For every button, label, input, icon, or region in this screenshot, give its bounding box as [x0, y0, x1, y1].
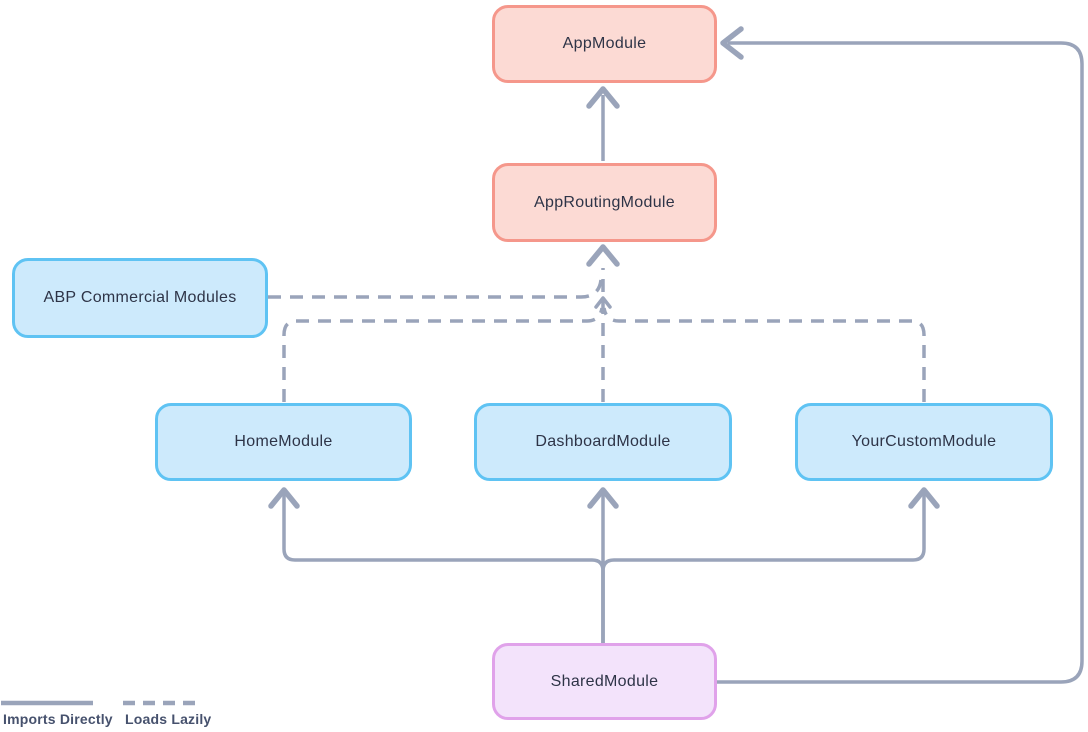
edge-homemodule-lazy	[282, 307, 604, 402]
arrowhead-appmodule-right	[720, 26, 744, 60]
node-label: DashboardModule	[535, 433, 671, 450]
node-label: YourCustomModule	[851, 433, 997, 450]
arrowhead-approutingmodule-bottom	[586, 244, 620, 267]
edge-abp-to-approutingmodule	[268, 279, 603, 299]
edge-sharedmodule-to-homemodule	[282, 494, 605, 643]
legend-loads-lazily-label: Loads Lazily	[125, 711, 212, 727]
node-app-routing-module: AppRoutingModule	[492, 163, 717, 242]
node-abp-commercial-modules: ABP Commercial Modules	[12, 258, 268, 338]
edge-yourcustommodule-lazy	[602, 307, 926, 402]
node-your-custom-module: YourCustomModule	[795, 403, 1053, 481]
edge-sharedmodule-to-yourcustommodule	[601, 494, 926, 643]
node-label: AppModule	[562, 35, 647, 52]
node-home-module: HomeModule	[155, 403, 412, 481]
edge-sharedmodule-to-appmodule	[717, 41, 1084, 684]
legend-imports-directly-label: Imports Directly	[3, 711, 113, 727]
node-label: SharedModule	[550, 672, 659, 690]
node-app-module: AppModule	[492, 5, 717, 83]
node-shared-module: SharedModule	[492, 643, 717, 720]
arrowhead-yourcustommodule-bottom	[908, 487, 940, 509]
arrowhead-homemodule-bottom	[268, 487, 300, 509]
node-label: HomeModule	[234, 433, 333, 450]
node-dashboard-module: DashboardModule	[474, 403, 732, 481]
node-label: AppRoutingModule	[534, 193, 675, 211]
arrowhead-dashboardmodule-bottom	[587, 487, 619, 509]
arrowhead-appmodule-bottom	[586, 86, 620, 109]
node-label: ABP Commercial Modules	[43, 289, 237, 306]
arrowhead-lazy-merge	[594, 296, 612, 309]
